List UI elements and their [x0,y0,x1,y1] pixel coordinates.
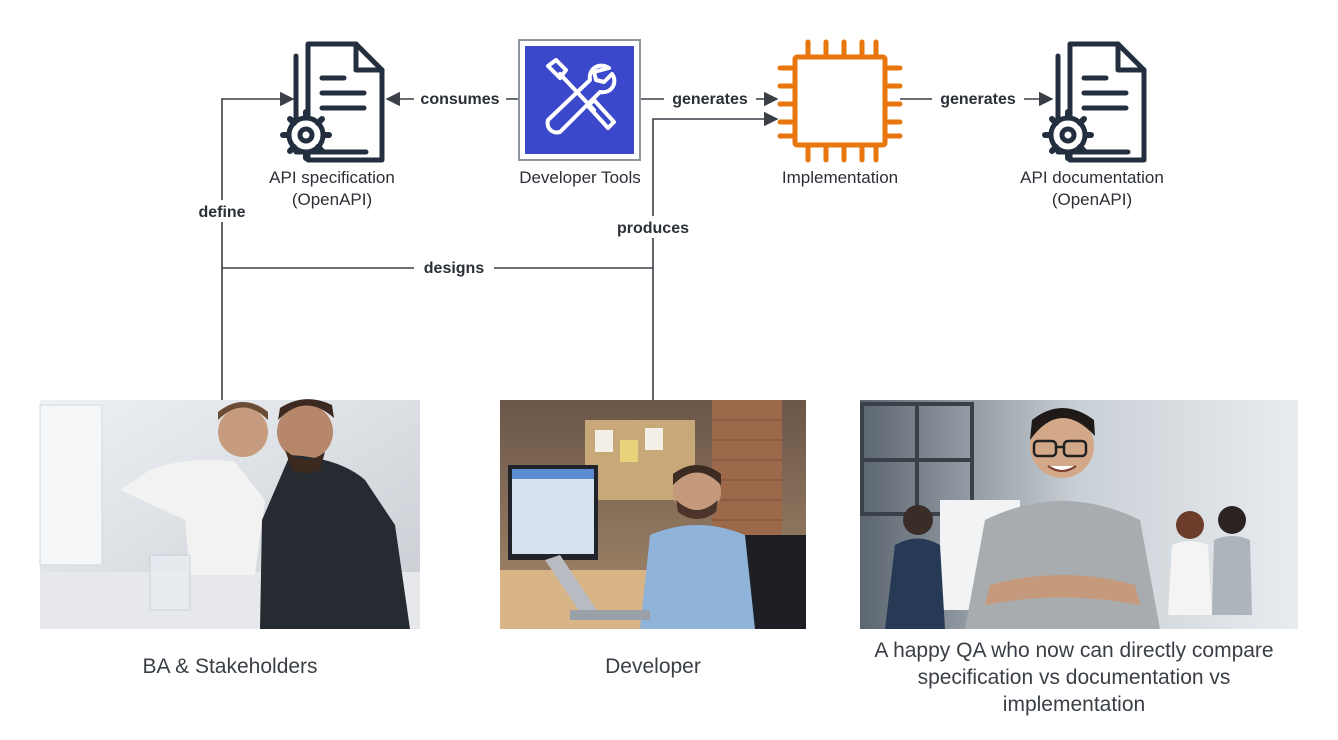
label-consumes: consumes [420,91,499,108]
document-gear-icon [1042,41,1147,163]
document-gear-icon [280,41,385,163]
qa-caption-line2: specification vs documentation vs [918,666,1231,689]
implementation-label: Implementation [782,168,898,187]
api-doc-label-line2: (OpenAPI) [1052,190,1132,209]
node-developer-tools: Developer Tools [518,39,641,187]
chip-icon [777,39,903,163]
label-generates-implementation: generates [672,91,748,108]
node-api-documentation: API documentation (OpenAPI) [1020,41,1164,209]
api-spec-label-line1: API specification [269,168,395,187]
node-implementation: Implementation [777,39,903,187]
wrench-screwdriver-icon [545,58,617,135]
ba-stakeholders-caption: BA & Stakeholders [142,655,317,678]
edge-define [221,91,295,400]
developer-photo [500,400,806,629]
api-spec-label-line2: (OpenAPI) [292,190,372,209]
label-generates-documentation: generates [940,91,1016,108]
qa-caption-line1: A happy QA who now can directly compare [874,639,1273,662]
label-define: define [198,204,245,221]
edge-produces [652,111,779,400]
developer-caption: Developer [605,655,701,678]
qa-photo [860,400,1298,629]
ba-stakeholders-photo [39,399,420,629]
qa-caption-line3: implementation [1003,693,1145,716]
dev-tools-label: Developer Tools [519,168,641,187]
api-doc-label-line1: API documentation [1020,168,1164,187]
label-designs: designs [424,260,485,277]
edge-labels: consumes generates generates define desi… [190,88,1024,279]
label-produces: produces [617,220,689,237]
node-api-specification: API specification (OpenAPI) [269,41,395,209]
